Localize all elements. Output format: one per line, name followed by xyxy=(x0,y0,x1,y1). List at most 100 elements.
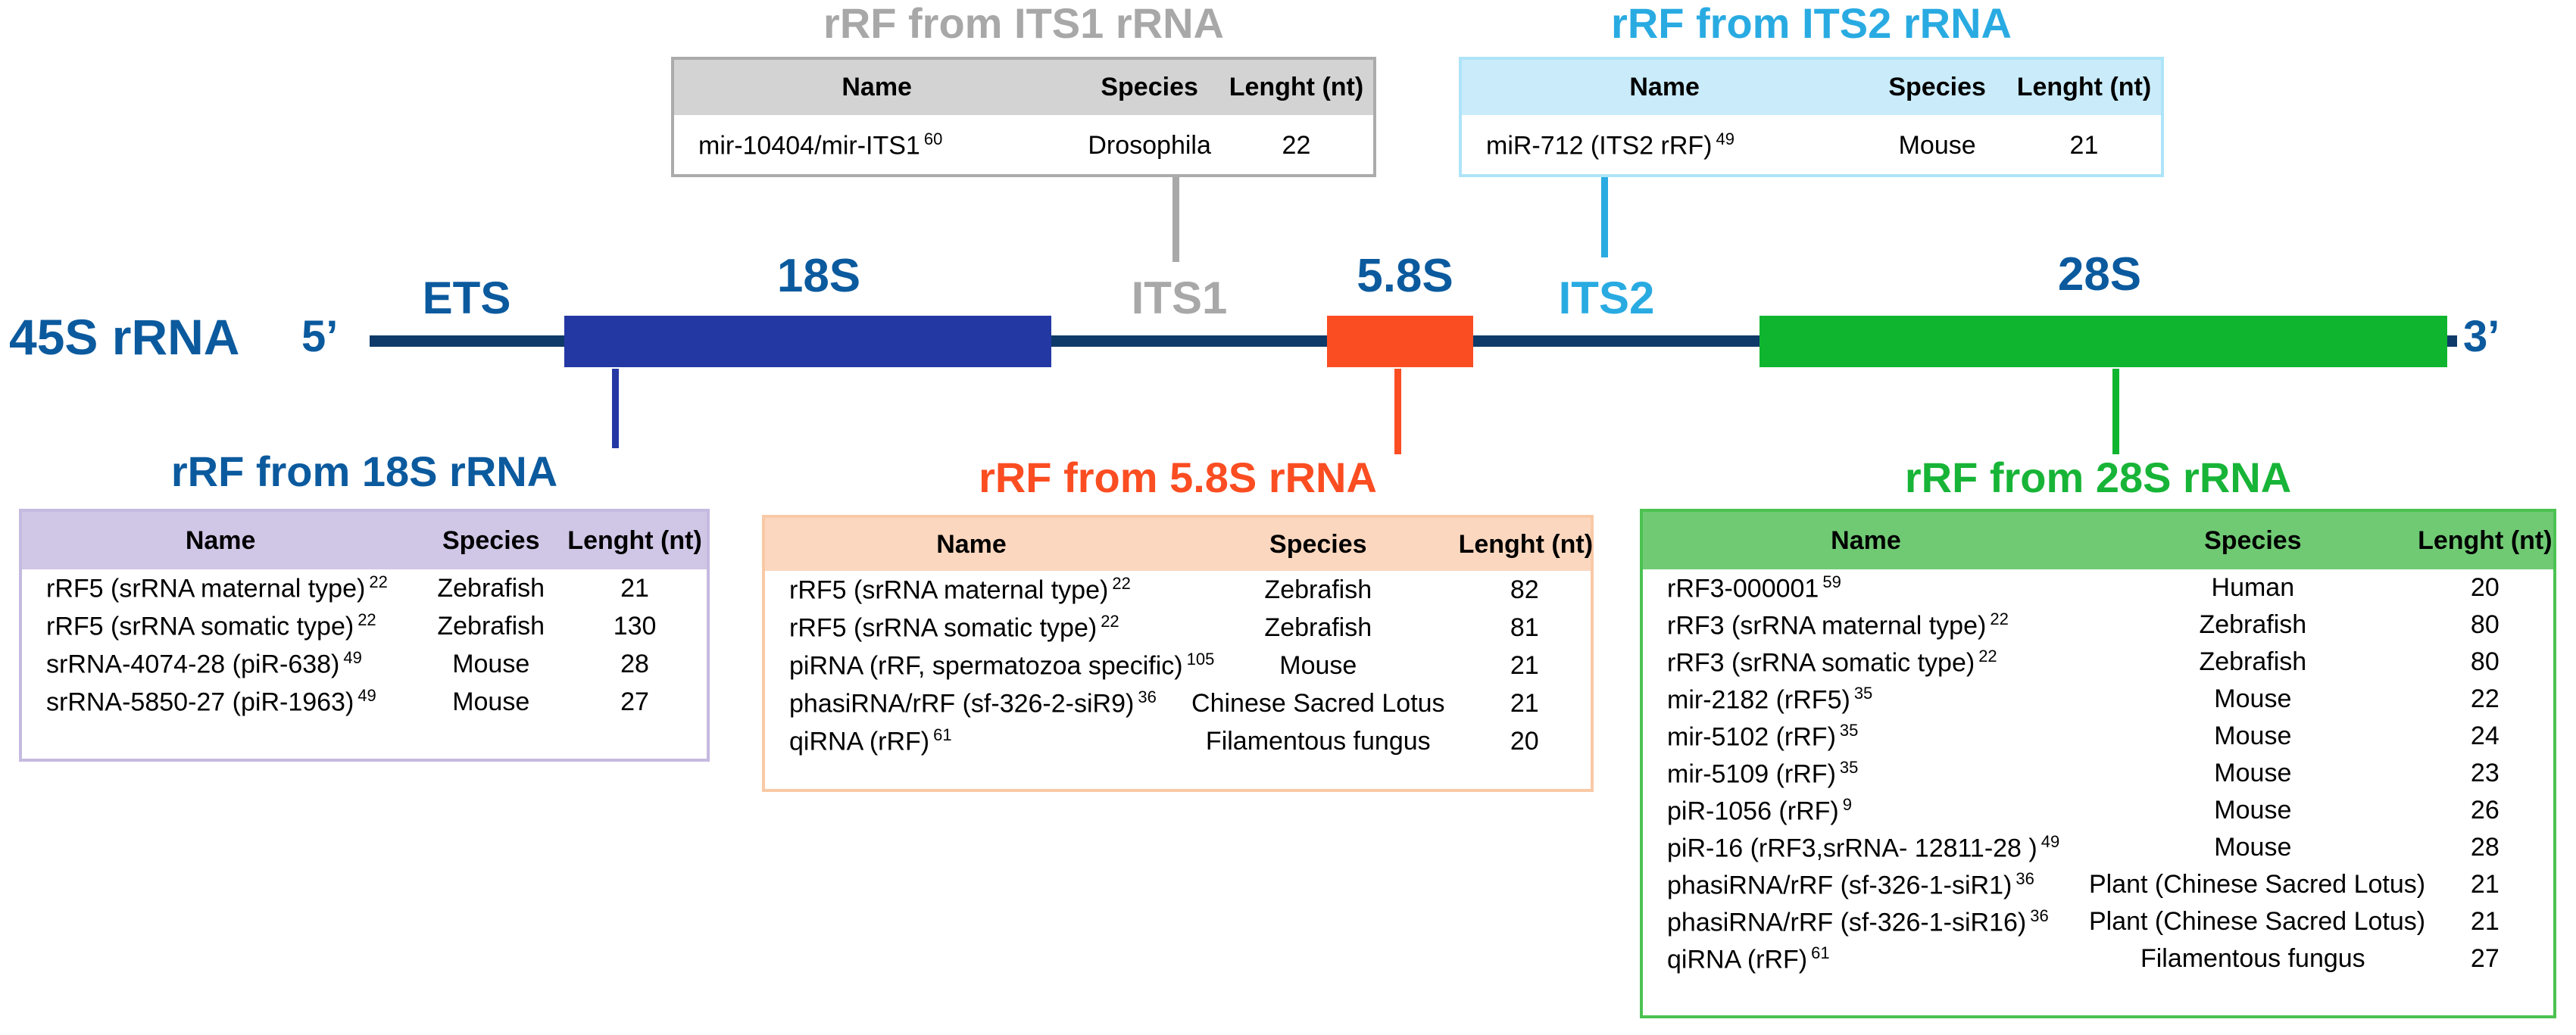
column-header: Lenght (nt) xyxy=(1229,73,1364,101)
18s-label: 18S xyxy=(776,250,861,302)
length-cell: 22 xyxy=(2470,684,2500,713)
length-cell: 28 xyxy=(2470,833,2500,862)
length-cell: 81 xyxy=(1510,613,1539,642)
column-header: Name xyxy=(841,73,912,101)
length-cell: 26 xyxy=(2470,796,2500,825)
reference-superscript: 59 xyxy=(1822,572,1841,591)
column-header: Species xyxy=(2204,525,2302,555)
reference-superscript: 60 xyxy=(923,129,943,149)
reference-superscript: 22 xyxy=(1978,646,1997,666)
length-cell: 21 xyxy=(1510,688,1539,718)
name-cell: rRF3 (srRNA somatic type)22 xyxy=(1667,646,1997,678)
table-row: phasiRNA/rRF (sf-326-2-siR9)36 Chinese Sa… xyxy=(765,684,1591,722)
length-cell: 21 xyxy=(1510,650,1539,680)
name-cell: mir-2182 (rRF5)35 xyxy=(1667,683,1873,715)
species-cell: Mouse xyxy=(1898,130,1976,160)
species-cell: Mouse xyxy=(2214,759,2292,787)
name-cell: srRNA-4074-28 (piR-638)49 xyxy=(46,648,362,679)
reference-superscript: 36 xyxy=(2016,868,2034,888)
reference-superscript: 22 xyxy=(358,610,376,630)
reference-superscript: 61 xyxy=(933,725,952,745)
its2-table-title: rRF from ITS2 rRNA xyxy=(1611,0,2012,47)
species-cell: Zebrafish xyxy=(437,573,545,603)
58s-connector-line xyxy=(1394,369,1401,454)
its1-table-header: Name Species Lenght (nt) xyxy=(674,60,1373,115)
28s-table-title: rRF from 28S rRNA xyxy=(1904,454,2292,501)
species-cell: Plant (Chinese Sacred Lotus) xyxy=(2088,907,2426,936)
its1-label: ITS1 xyxy=(1131,273,1228,323)
its2-table-body: miR-712 (ITS2 rRF)49 Mouse 21 xyxy=(1462,115,2161,176)
species-cell: Mouse xyxy=(2214,722,2292,750)
name-cell: rRF5 (srRNA somatic type)22 xyxy=(46,610,376,641)
name-cell: rRF3 (srRNA maternal type)22 xyxy=(1667,609,2009,641)
its1-table: Name Species Lenght (nt) mir-10404/mir-ITS… xyxy=(671,57,1376,177)
length-cell: 27 xyxy=(2470,944,2500,973)
table-row: qiRNA (rRF)61 Filamentous fungus 27 xyxy=(1643,940,2553,977)
column-header: Lenght (nt) xyxy=(1458,529,1594,559)
its2-connector-line xyxy=(1601,177,1608,257)
table-row: miR-712 (ITS2 rRF)49 Mouse 21 xyxy=(1462,115,2161,176)
name-cell: rRF5 (srRNA somatic type)22 xyxy=(789,612,1119,643)
species-cell: Mouse xyxy=(2214,833,2292,862)
species-cell: Mouse xyxy=(2214,796,2292,825)
name-cell: rRF5 (srRNA maternal type)22 xyxy=(789,574,1131,605)
reference-superscript: 22 xyxy=(1101,612,1119,631)
column-header: Species xyxy=(1269,529,1367,559)
length-cell: 21 xyxy=(2470,907,2500,936)
reference-superscript: 22 xyxy=(1990,609,2009,628)
species-cell: Mouse xyxy=(1279,650,1357,680)
five-prime-label: 5’ xyxy=(301,312,339,361)
58s-table-header: Name Species Lenght (nt) xyxy=(765,518,1594,571)
column-header: Species xyxy=(442,525,540,555)
length-cell: 27 xyxy=(620,687,649,716)
length-cell: 130 xyxy=(613,611,657,641)
name-cell: srRNA-5850-27 (piR-1963)49 xyxy=(46,686,376,717)
reference-superscript: 105 xyxy=(1186,650,1215,669)
name-cell: phasiRNA/rRF (sf-326-2-siR9)36 xyxy=(789,687,1157,719)
species-cell: Filamentous fungus xyxy=(1205,726,1431,756)
reference-superscript: 22 xyxy=(369,572,388,592)
column-header: Name xyxy=(936,529,1007,559)
reference-superscript: 9 xyxy=(1842,794,1852,814)
reference-superscript: 35 xyxy=(1853,683,1873,703)
length-cell: 21 xyxy=(620,573,649,603)
name-cell: phasiRNA/rRF (sf-326-1-siR16)36 xyxy=(1667,906,2049,937)
reference-superscript: 36 xyxy=(2030,906,2049,925)
its1-table-title: rRF from ITS1 rRNA xyxy=(823,0,1224,47)
species-cell: Filamentous fungus xyxy=(2140,944,2365,973)
table-row: piR-16 (rRF3,srRNA- 12811-28 )49 Mouse 28 xyxy=(1643,829,2553,866)
name-cell: rRF5 (srRNA maternal type)22 xyxy=(46,572,388,603)
name-cell: qiRNA (rRF)61 xyxy=(1667,943,1830,974)
column-header: Lenght (nt) xyxy=(567,525,702,555)
name-cell: piR-16 (rRF3,srRNA- 12811-28 )49 xyxy=(1667,831,2060,863)
28s-connector-line xyxy=(2112,369,2119,454)
reference-superscript: 49 xyxy=(2041,831,2060,851)
column-header: Species xyxy=(1101,73,1198,101)
name-cell: miR-712 (ITS2 rRF)49 xyxy=(1486,129,1735,161)
species-cell: Chinese Sacred Lotus xyxy=(1191,688,1445,718)
its2-label: ITS2 xyxy=(1558,273,1655,323)
ets-label: ETS xyxy=(422,273,511,323)
45s-rrna-label: 45S rRNA xyxy=(9,309,240,365)
table-row: phasiRNA/rRF (sf-326-1-siR16)36 Plant (Ch… xyxy=(1643,903,2553,940)
length-cell: 28 xyxy=(620,649,649,678)
length-cell: 21 xyxy=(2069,130,2099,160)
reference-superscript: 49 xyxy=(1716,129,1735,149)
name-cell: phasiRNA/rRF (sf-326-1-siR1)36 xyxy=(1667,868,2034,900)
species-cell: Zebrafish xyxy=(2199,647,2307,676)
28s-region-box xyxy=(1759,316,2447,367)
species-cell: Mouse xyxy=(2214,684,2292,713)
